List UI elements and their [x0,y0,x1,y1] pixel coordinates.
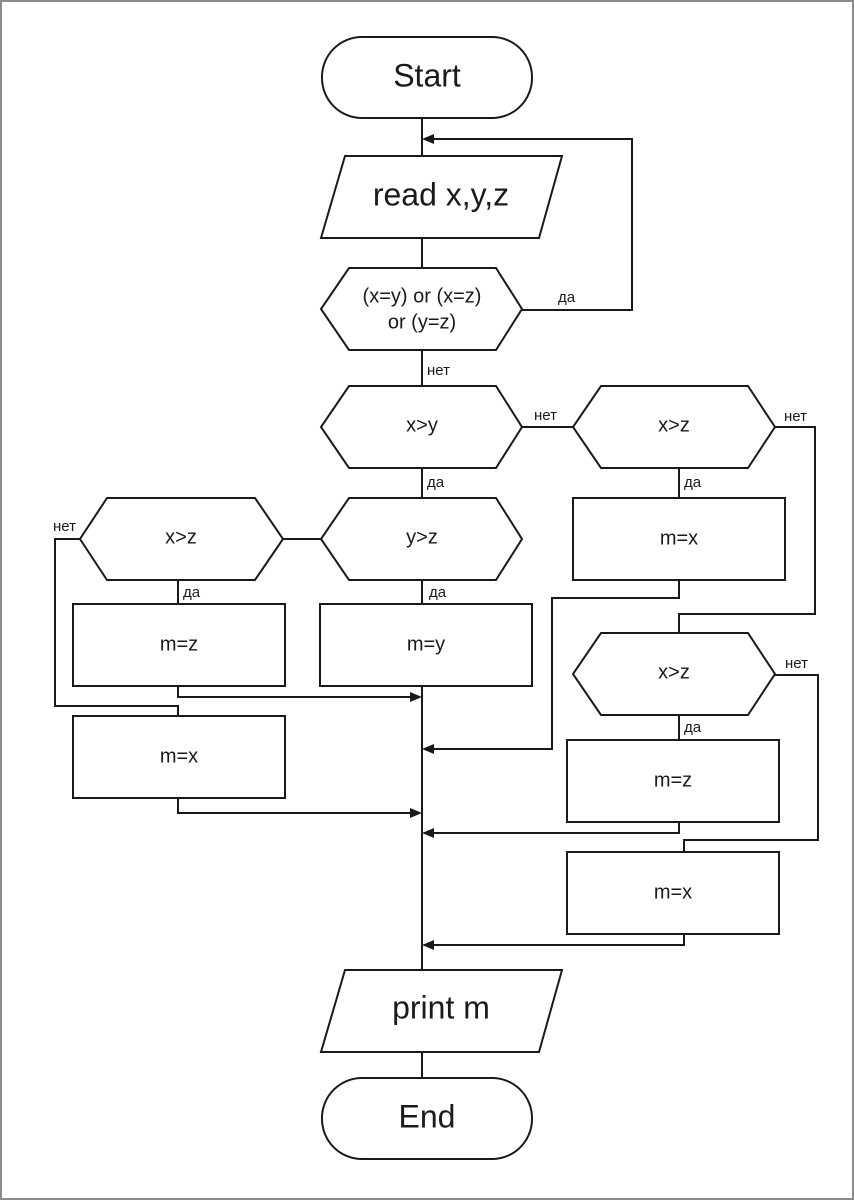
connector-mxleft-join [177,798,414,814]
branch-xy-yes: да [427,474,445,491]
branch-xzrt-yes: да [684,474,702,491]
end-terminal [321,1077,533,1160]
decision-xz-right-mid-label: x>z [658,661,690,683]
branch-xzrm-no: нет [785,655,808,672]
connectors [54,118,819,1078]
branch-xy-no: нет [534,407,557,424]
end-label: End [399,1098,456,1134]
branch-xzleft-no: нет [53,518,76,535]
decision-equal [319,267,524,351]
connector-mzleft-join [177,686,414,698]
arrowhead-mxrb [422,940,434,950]
process-mz-right [566,739,780,823]
arrowhead-mzleft [410,692,422,702]
arrowhead-loop [422,134,434,144]
decision-xz-right-mid [571,632,777,716]
decision-equal-label-line1: (x=y) or (x=z) [363,285,482,307]
connector-mxrb-join [430,934,685,946]
decision-xz-right-top-label: x>z [658,414,690,436]
arrowhead-mxleft [410,808,422,818]
decision-xy [319,385,524,469]
process-mx-left-label: m=x [160,745,198,767]
read-input [319,155,564,239]
decision-yz-label: y>z [406,526,438,548]
shape-labels: Start read x,y,z (x=y) or (x=z) or (y=z)… [160,57,698,1134]
process-mx-right-bottom [566,851,780,935]
branch-labels: да нет нет да нет да нет да да нет да [53,289,808,736]
process-mz-left-label: m=z [160,633,198,655]
connector-xzleft-no [54,538,179,716]
branch-xzleft-yes: да [183,584,201,601]
process-mx-right-top [572,497,786,581]
connector-loop-yes [430,138,633,311]
decision-equal-label-line2: or (y=z) [388,311,456,333]
connector-xzrt-no [678,426,816,633]
process-my [319,603,533,687]
connector-xzrm-no [683,674,819,852]
decision-xz-left [78,497,285,581]
decision-yz [319,497,524,581]
process-mx-right-top-label: m=x [660,527,698,549]
process-mx-left [72,715,286,799]
shapes [72,36,786,1160]
arrowhead-mzright [422,828,434,838]
arrowheads [410,134,434,950]
start-terminal [321,36,533,119]
process-my-label: m=y [407,633,445,655]
branch-loop-yes: да [558,289,576,306]
print-label: print m [392,989,490,1025]
decision-xz-left-label: x>z [165,526,197,548]
read-label: read x,y,z [373,176,509,212]
branch-cond-no: нет [427,362,450,379]
decision-xz-right-top [571,385,777,469]
print-output [319,969,564,1053]
branch-xzrm-yes: да [684,719,702,736]
branch-yz-yes: да [429,584,447,601]
connector-mxrt-join [430,580,680,750]
arrowhead-mxrt [422,744,434,754]
process-mz-right-label: m=z [654,769,692,791]
connector-mzright-join [430,822,680,834]
decision-xy-label: x>y [406,414,438,436]
start-label: Start [393,57,461,93]
process-mz-left [72,603,286,687]
process-mx-right-bottom-label: m=x [654,881,692,903]
branch-xzrt-no: нет [784,408,807,425]
